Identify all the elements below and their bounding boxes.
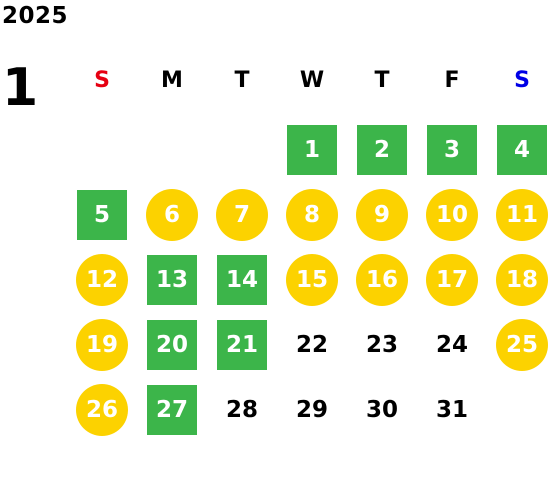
calendar-day[interactable]: 31 [435,397,468,423]
weekday-label: T [374,68,390,93]
calendar-day[interactable]: 4 [497,125,547,175]
year-label: 2025 [2,3,69,29]
calendar-day[interactable]: 23 [365,332,398,358]
weekday-label: W [299,68,325,93]
calendar-day[interactable]: 27 [147,385,197,435]
calendar-day[interactable]: 14 [217,255,267,305]
calendar-day[interactable]: 3 [427,125,477,175]
calendar-day[interactable]: 9 [356,189,408,241]
calendar-day[interactable]: 12 [76,254,128,306]
calendar-day[interactable]: 17 [426,254,478,306]
calendar-day[interactable]: 5 [77,190,127,240]
weekday-label: M [161,68,183,93]
calendar-day[interactable]: 30 [365,397,398,423]
weekday-label: S [514,68,530,93]
calendar-day[interactable]: 24 [435,332,468,358]
calendar-day[interactable]: 22 [295,332,328,358]
calendar-day[interactable]: 1 [287,125,337,175]
month-label: 1 [2,58,39,118]
calendar-day[interactable]: 2 [357,125,407,175]
calendar-day[interactable]: 16 [356,254,408,306]
calendar-day[interactable]: 7 [216,189,268,241]
calendar-day[interactable]: 15 [286,254,338,306]
weekday-label: F [444,68,460,93]
calendar-day[interactable]: 13 [147,255,197,305]
calendar-day[interactable]: 10 [426,189,478,241]
calendar-day[interactable]: 28 [225,397,258,423]
calendar-day[interactable]: 19 [76,319,128,371]
weekday-label: S [94,68,110,93]
calendar-day[interactable]: 6 [146,189,198,241]
calendar-day[interactable]: 29 [295,397,328,423]
calendar-day[interactable]: 21 [217,320,267,370]
calendar-day[interactable]: 8 [286,189,338,241]
weekday-label: T [234,68,250,93]
calendar-day[interactable]: 11 [496,189,548,241]
calendar-day[interactable]: 25 [496,319,548,371]
calendar-day[interactable]: 20 [147,320,197,370]
calendar-day[interactable]: 18 [496,254,548,306]
calendar-day[interactable]: 26 [76,384,128,436]
